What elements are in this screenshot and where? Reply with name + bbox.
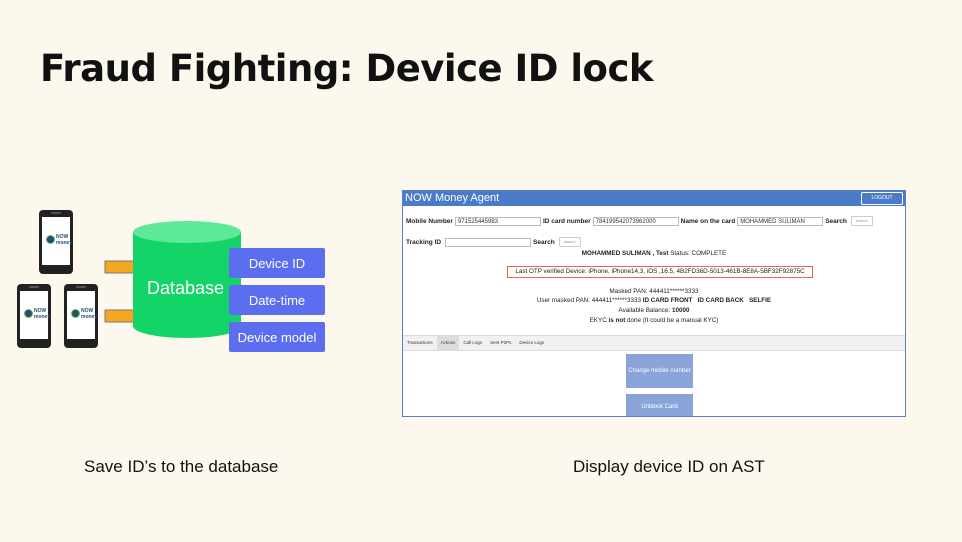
tab-sent-p2ps[interactable]: Sent P2Ps [490,340,512,345]
tab-actions[interactable]: Actions [436,336,460,350]
status-value: COMPLETE [691,250,727,257]
id-card-back-link[interactable]: ID CARD BACK [697,297,744,304]
tracking-label: Tracking ID [406,238,442,246]
right-caption: Display device ID on AST [573,457,765,476]
search-label: Search [825,217,847,225]
balance-value: 10000 [671,307,690,314]
name-label: Name on the card [680,217,736,225]
db-field-device-model: Device model [229,322,325,352]
tab-device-logs[interactable]: Device Logs [519,340,545,345]
tab-bar: Transactions Actions Call Logs Sent P2Ps… [403,335,905,351]
db-field-date-time: Date-time [229,285,325,315]
ekyc-suffix: done (It could be a manual KYC) [627,317,719,324]
user-masked-pan: User masked PAN: 444411******3333 [536,297,641,304]
left-caption: Save ID’s to the database [84,457,279,476]
mobile-input[interactable]: 971525445983 [454,216,541,226]
ast-header: NOW Money Agent LOGOUT [403,191,905,206]
database-label: Database [147,278,225,298]
balance-line: Available Balance: 10000 [403,307,905,314]
name-input[interactable]: MOHAMMED SULIMAN [737,216,824,226]
selfie-link[interactable]: SELFIE [749,297,772,304]
customer-status-line: MOHAMMED SULIMAN , Test Status: COMPLETE [403,250,905,257]
tracking-search-label: Search [533,238,555,246]
idcard-label: ID card number [542,217,591,225]
id-card-front-link[interactable]: ID CARD FRONT [642,297,693,304]
ast-window: NOW Money Agent LOGOUT Mobile Number 971… [402,190,906,417]
tracking-input[interactable] [445,237,532,247]
search-row: Mobile Number 971525445983 ID card numbe… [406,216,873,226]
masked-pan: Masked PAN: 444411******3333 [609,288,699,295]
balance-label: Available Balance: [618,307,671,314]
ekyc-prefix: EKYC [589,317,607,324]
customer-name: MOHAMMED SULIMAN , Test [581,250,669,257]
mobile-label: Mobile Number [406,217,453,225]
tracking-row: Tracking ID Search search [406,237,581,247]
status-label: Status: [670,250,690,257]
tab-transactions[interactable]: Transactions [407,340,433,345]
tracking-search-button[interactable]: search [558,237,581,247]
user-masked-pan-line: User masked PAN: 444411******3333 ID CAR… [403,297,905,304]
ekyc-bold: is not [608,317,626,324]
change-mobile-button[interactable]: Change mobile number [626,354,693,388]
search-button[interactable]: search [850,216,873,226]
tab-call-logs[interactable]: Call Logs [463,340,483,345]
db-field-device-id: Device ID [229,248,325,278]
ekyc-line: EKYC is not done (It could be a manual K… [403,317,905,324]
unblock-card-button[interactable]: Unblock Card [626,394,693,416]
slide-title: Fraud Fighting: Device ID lock [40,47,654,90]
database-icon [133,221,241,338]
otp-device-box: Last OTP verified Device: iPhone, iPhone… [507,266,813,278]
ast-header-title: NOW Money Agent [405,192,500,204]
idcard-input[interactable]: 784199542073962000 [592,216,679,226]
logout-button[interactable]: LOGOUT [861,192,903,205]
